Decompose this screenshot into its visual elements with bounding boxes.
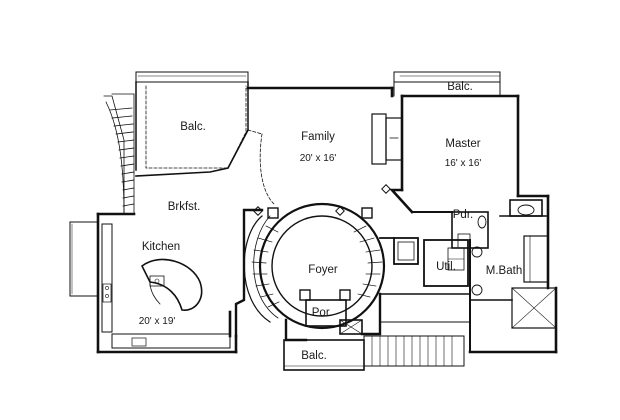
room-foyer-label: Foyer: [308, 264, 338, 276]
balcony-bottom: [283, 335, 465, 371]
room-util-label: Util.: [436, 261, 456, 273]
room-pdr-label: Pdr.: [453, 209, 473, 221]
kitchen-fixtures: [69, 221, 232, 349]
balcony-top-left: [135, 71, 249, 171]
room-kitchen-dims: 20' x 19': [139, 316, 176, 327]
balcony-top-right: [393, 71, 501, 97]
column-markers: [253, 184, 391, 216]
master-closets: [499, 199, 549, 283]
room-master-label: Master: [445, 138, 480, 150]
room-master-dims: 16' x 16': [445, 158, 482, 169]
room-por-label: Por.: [312, 307, 332, 319]
room-labels: Balc. Family 20' x 16' Balc. Master 16' …: [139, 81, 523, 362]
exterior-stair: [103, 93, 135, 215]
room-balc-top-left-label: Balc.: [180, 121, 206, 133]
utility-and-bath: [379, 237, 557, 353]
room-family-label: Family: [301, 131, 335, 143]
room-kitchen-label: Kitchen: [142, 241, 180, 253]
room-balc-top-right-label: Balc.: [447, 81, 473, 93]
room-balc-bottom-label: Balc.: [301, 350, 327, 362]
room-brkfst-label: Brkfst.: [168, 201, 201, 213]
room-family-dims: 20' x 16': [300, 153, 337, 164]
room-mbath-label: M.Bath: [486, 265, 522, 277]
family-room-walls: [135, 113, 453, 214]
